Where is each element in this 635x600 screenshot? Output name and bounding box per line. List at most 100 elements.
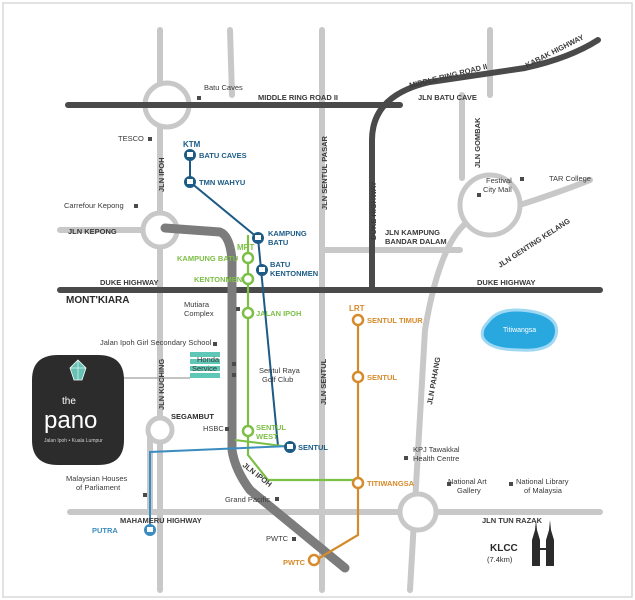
label-station-titiwangsa: TITIWANGSA	[367, 479, 415, 488]
label-grand-pacific: Grand Pacific	[225, 495, 270, 504]
marker-sentul-raya	[232, 373, 236, 377]
label-jln-gombak: JLN GOMBAK	[473, 117, 482, 168]
marker-tar-college	[520, 177, 524, 181]
logo-tagline: Jalan Ipoh • Kuala Lumpur	[44, 438, 103, 444]
road-duke-highway-curve	[369, 37, 601, 293]
road-jln-pahang	[407, 217, 473, 593]
marker-honda	[232, 362, 236, 366]
station-icon-batu-caves	[184, 149, 196, 161]
rail-ktm-line	[189, 155, 279, 447]
mrt-stations	[241, 251, 255, 438]
label-kpj-2: Health Centre	[413, 454, 459, 463]
place-labels: Batu Caves TESCO Carrefour Kepong Festiv…	[64, 83, 591, 543]
label-mutiara-1: Mutiara	[184, 300, 210, 309]
bold-place-labels: MONT'KIARA SEGAMBUT KLCC (7.4km)	[66, 295, 518, 564]
label-mutiara-2: Complex	[184, 309, 214, 318]
label-jln-sentul-pasar: JLN SENTUL PASAR	[320, 136, 329, 210]
label-mrt: MRT	[237, 243, 254, 252]
label-station-kampung-batu-mrt: KAMPUNG BATU	[177, 254, 238, 263]
roundabout-pahang	[397, 491, 439, 533]
label-sentul-raya-2: Golf Club	[262, 375, 293, 384]
titiwangsa-lake	[480, 308, 559, 352]
marker-library	[509, 482, 513, 486]
roundabout-segambut	[145, 415, 175, 445]
label-station-sentul-west-2: WEST	[256, 432, 278, 441]
label-girl-school: Jalan Ipoh Girl Secondary School	[100, 338, 212, 347]
lrt-station-labels: SENTUL TIMUR SENTUL TITIWANGSA PWTC	[283, 316, 423, 567]
label-jln-batu-cave: JLN BATU CAVE	[418, 93, 477, 102]
label-lrt: LRT	[349, 304, 365, 313]
label-jln-sentul: JLN SENTUL	[319, 358, 328, 405]
landmark-markers	[134, 96, 524, 541]
marker-pwtc	[292, 537, 296, 541]
label-library-1: National Library	[516, 477, 569, 486]
major-roads	[57, 37, 603, 293]
label-library-2: of Malaysia	[524, 486, 563, 495]
label-segambut: SEGAMBUT	[171, 412, 214, 421]
label-batu-caves: Batu Caves	[204, 83, 243, 92]
logo-word-pano: pano	[44, 407, 97, 434]
label-jln-kampung: JLN KAMPUNG	[385, 228, 440, 237]
marker-art-gallery	[447, 482, 451, 486]
label-ktm: KTM	[183, 140, 201, 149]
label-klcc-distance: (7.4km)	[487, 555, 513, 564]
label-middle-ring-road: MIDDLE RING ROAD II	[258, 93, 338, 102]
label-art-gallery-2: Gallery	[457, 486, 481, 495]
label-station-sentul-timur: SENTUL TIMUR	[367, 316, 423, 325]
label-station-sentul-ktm: SENTUL	[298, 443, 328, 452]
station-icon-sentul-ktm	[284, 441, 296, 453]
station-icon-jalan-ipoh	[241, 306, 255, 320]
label-mont-kiara: MONT'KIARA	[66, 295, 129, 306]
station-icon-pwtc	[307, 553, 321, 567]
station-icon-titiwangsa	[351, 476, 365, 490]
label-hsbc: HSBC	[203, 424, 224, 433]
label-parliament-2: of Parliament	[76, 483, 121, 492]
label-station-batu: BATU	[268, 238, 288, 247]
label-station-tmn-wahyu: TMN WAHYU	[199, 178, 245, 187]
label-station-sentul-west-1: SENTUL	[256, 423, 286, 432]
station-icon-kentonmen	[241, 272, 255, 286]
rail-mrt-line	[246, 235, 355, 482]
label-duke-highway-east: DUKE HIGHWAY	[477, 278, 535, 287]
station-icon-sentul-lrt	[351, 370, 365, 384]
klcc-towers-icon	[532, 520, 554, 566]
mrt-station-labels: KAMPUNG BATU KENTONMEN JALAN IPOH SENTUL…	[177, 254, 301, 441]
marker-festival-city	[477, 193, 481, 197]
label-mahameru-highway: MAHAMERU HIGHWAY	[120, 516, 202, 525]
ktm-stations	[144, 149, 296, 536]
marker-carrefour	[134, 204, 138, 208]
label-station-kentonmen-ktm: KENTONMEN	[270, 269, 318, 278]
building-the-pano-site	[190, 352, 220, 378]
marker-kpj	[404, 456, 408, 460]
marker-tesco	[148, 137, 152, 141]
label-parliament-1: Malaysian Houses	[66, 474, 128, 483]
label-pwtc-place: PWTC	[266, 534, 289, 543]
marker-grand-pacific	[275, 497, 279, 501]
marker-batu-caves	[197, 96, 201, 100]
marker-parliament	[143, 493, 147, 497]
logo-word-the: the	[62, 396, 76, 407]
label-station-kampung: KAMPUNG	[268, 229, 307, 238]
station-icon-batu-kentonmen	[256, 264, 268, 276]
station-icon-kampung-batu-ktm	[252, 232, 264, 244]
station-icon-putra	[144, 524, 156, 536]
station-icon-sentul-timur	[351, 313, 365, 327]
station-icon-sentul-west	[241, 424, 255, 438]
label-bandar-dalam: BANDAR DALAM	[385, 237, 447, 246]
lrt-stations	[307, 313, 365, 567]
label-tesco: TESCO	[118, 134, 144, 143]
line-labels: KTM MRT LRT	[183, 140, 365, 313]
label-station-batu-caves: BATU CAVES	[199, 151, 247, 160]
label-duke-highway-west: DUKE HIGHWAY	[100, 278, 158, 287]
roundabout-gombak	[457, 172, 523, 238]
label-station-sentul-lrt: SENTUL	[367, 373, 397, 382]
road-batu-caves-north	[227, 27, 235, 98]
label-honda-2: Service	[192, 364, 217, 373]
label-titiwangsa-lake: Titiwangsa	[503, 327, 536, 334]
label-duke-highway-vertical: DUKE HIGHWAY	[369, 182, 378, 240]
label-station-kentonmen: KENTONMEN	[194, 275, 242, 284]
label-art-gallery-1: National Art	[448, 477, 488, 486]
marker-mutiara	[236, 307, 240, 311]
label-kpj-1: KPJ Tawakkal	[413, 445, 460, 454]
